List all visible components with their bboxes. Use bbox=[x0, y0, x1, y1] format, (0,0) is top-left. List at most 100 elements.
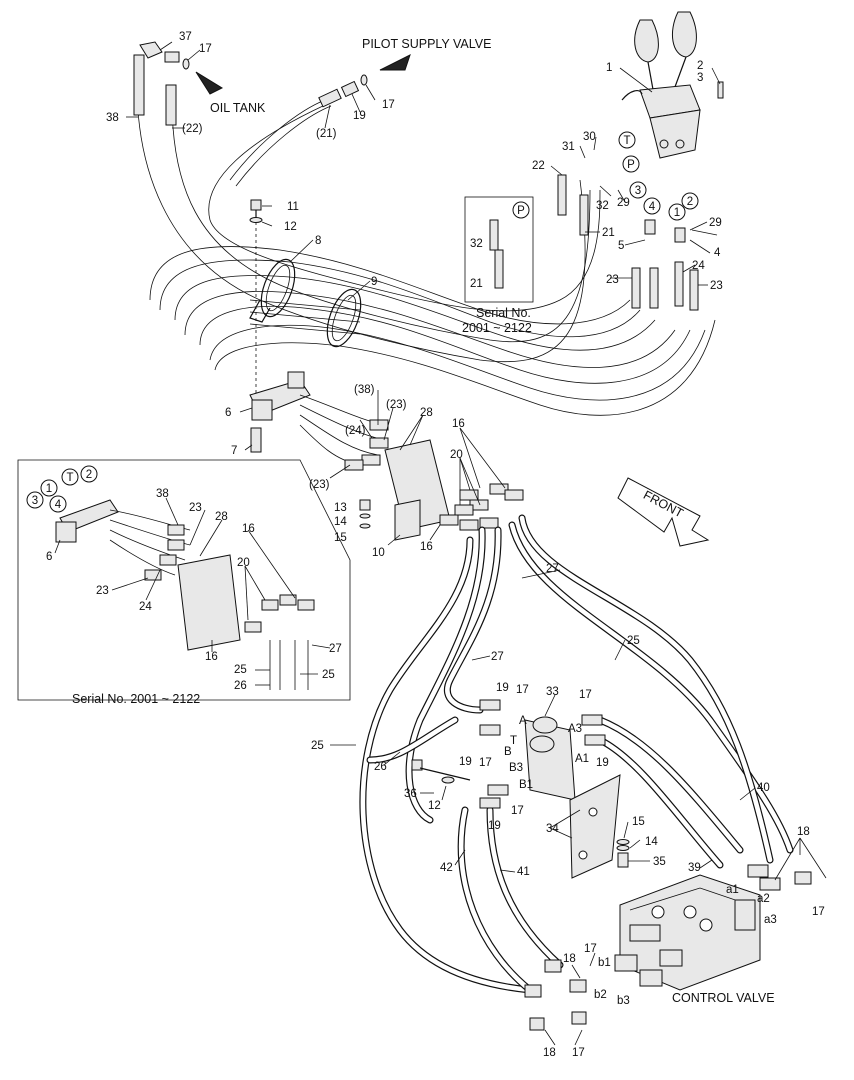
callout-18: 18 bbox=[797, 826, 810, 838]
callout-27: 27 bbox=[546, 563, 559, 575]
callout-12: 12 bbox=[284, 221, 297, 233]
pilot-supply-valve-caption: PILOT SUPPLY VALVE bbox=[362, 37, 491, 51]
callout-17c: 17 bbox=[516, 684, 529, 696]
inset-callout-6: 6 bbox=[46, 551, 52, 563]
port-A: A bbox=[519, 715, 527, 727]
callout-2: 2 bbox=[697, 60, 703, 72]
callout-19: 19 bbox=[353, 110, 366, 122]
callout-p22: (22) bbox=[182, 123, 203, 135]
leader-lines bbox=[54, 41, 827, 1046]
oil-tank-caption: OIL TANK bbox=[210, 101, 266, 115]
inset-callout-16: 16 bbox=[242, 523, 255, 535]
marker-4: 4 bbox=[649, 201, 656, 213]
callout-17f: 17 bbox=[511, 805, 524, 817]
clamp-ring-8 bbox=[249, 258, 296, 323]
callout-18b: 18 bbox=[563, 953, 576, 965]
callout-21: 21 bbox=[602, 227, 615, 239]
inset-marker-1: 1 bbox=[46, 483, 52, 495]
inset-callout-23: 23 bbox=[189, 502, 202, 514]
callout-14: 14 bbox=[334, 516, 347, 528]
main-control-valve bbox=[524, 864, 812, 1031]
callout-19b: 19 bbox=[496, 682, 509, 694]
serial-inset-frame bbox=[17, 459, 351, 701]
upper-hose-bundle bbox=[136, 54, 716, 416]
callout-17b: 17 bbox=[382, 99, 395, 111]
callout-34: 34 bbox=[546, 823, 559, 835]
port-a2: a2 bbox=[757, 893, 770, 905]
marker-P: P bbox=[627, 159, 635, 171]
callout-p38: (38) bbox=[354, 384, 375, 396]
bolt-11 bbox=[249, 199, 263, 420]
callout-24: 24 bbox=[692, 260, 705, 272]
callout-25b: 25 bbox=[311, 740, 324, 752]
serial-inset-caption: Serial No. 2001 ~ 2122 bbox=[72, 692, 200, 706]
callout-17: 17 bbox=[199, 43, 212, 55]
callout-26: 26 bbox=[374, 761, 387, 773]
inset-callout-27: 27 bbox=[329, 643, 342, 655]
callout-28: 28 bbox=[420, 407, 433, 419]
callout-27b: 27 bbox=[491, 651, 504, 663]
callout-23b: 23 bbox=[710, 280, 723, 292]
callout-11: 11 bbox=[287, 201, 299, 213]
inset-callout-28: 28 bbox=[215, 511, 228, 523]
callout-1: 1 bbox=[606, 62, 612, 74]
callout-6: 6 bbox=[225, 407, 231, 419]
bolt-35 bbox=[616, 839, 630, 868]
callout-9: 9 bbox=[371, 276, 377, 288]
callout-19e: 19 bbox=[488, 820, 501, 832]
callout-32: 32 bbox=[596, 200, 609, 212]
callout-20: 20 bbox=[450, 449, 463, 461]
captions: PILOT SUPPLY VALVE OIL TANK CONTROL VALV… bbox=[72, 37, 775, 1005]
port-b1: b1 bbox=[598, 957, 611, 969]
port-labels: A T B A3 A1 B3 B1 a1 a2 a3 b1 b2 b3 bbox=[504, 715, 777, 1007]
pilot-control-joystick bbox=[621, 11, 724, 159]
callout-15: 15 bbox=[334, 532, 347, 544]
callout-17d: 17 bbox=[579, 689, 592, 701]
callout-15b: 15 bbox=[632, 816, 645, 828]
callout-8: 8 bbox=[315, 235, 321, 247]
callout-17e: 17 bbox=[479, 757, 492, 769]
inset-callout-20: 20 bbox=[237, 557, 250, 569]
port-A3: A3 bbox=[568, 723, 582, 735]
control-valve-caption: CONTROL VALVE bbox=[672, 991, 775, 1005]
callout-13: 13 bbox=[334, 502, 347, 514]
inset-callout-25b: 25 bbox=[322, 669, 335, 681]
callout-39: 39 bbox=[688, 862, 701, 874]
port-a1: a1 bbox=[726, 884, 739, 896]
port-T: T bbox=[510, 735, 517, 747]
port-A1: A1 bbox=[575, 753, 589, 765]
callout-33: 33 bbox=[546, 686, 559, 698]
callout-p21: (21) bbox=[316, 128, 337, 140]
callout-10: 10 bbox=[372, 547, 385, 559]
marker-T: T bbox=[623, 135, 630, 147]
callout-12b: 12 bbox=[428, 800, 441, 812]
marker-3: 3 bbox=[635, 185, 641, 197]
callout-38: 38 bbox=[106, 112, 119, 124]
callout-4: 4 bbox=[714, 247, 721, 259]
inset-marker-T: T bbox=[66, 472, 73, 484]
callout-p23b: (23) bbox=[309, 479, 330, 491]
callout-16: 16 bbox=[452, 418, 465, 430]
inset-callout-26: 26 bbox=[234, 680, 247, 692]
port-B: B bbox=[504, 746, 512, 758]
callout-3: 3 bbox=[697, 72, 703, 84]
inset-marker-4: 4 bbox=[55, 499, 62, 511]
front-direction-arrow: FRONT bbox=[617, 477, 710, 547]
port-b2: b2 bbox=[594, 989, 607, 1001]
callout-31: 31 bbox=[562, 141, 575, 153]
callout-30: 30 bbox=[583, 131, 596, 143]
bolt-36 bbox=[411, 759, 471, 784]
marker-P-serial: P bbox=[517, 205, 525, 217]
callout-40: 40 bbox=[757, 782, 770, 794]
inset-callout-38: 38 bbox=[156, 488, 169, 500]
serial-box-caption-line2: 2001 ~ 2122 bbox=[462, 321, 532, 335]
inset-marker-3: 3 bbox=[32, 495, 38, 507]
serial-box-caption-line1: Serial No. bbox=[476, 306, 531, 320]
inset-marker-2: 2 bbox=[86, 469, 92, 481]
circled-markers: T P P 2 3 4 1 1 T 2 3 4 bbox=[26, 131, 699, 513]
mounting-bracket-34 bbox=[569, 774, 621, 879]
callout-35: 35 bbox=[653, 856, 666, 868]
tank-return-hoses bbox=[133, 41, 224, 126]
callout-16b: 16 bbox=[420, 541, 433, 553]
